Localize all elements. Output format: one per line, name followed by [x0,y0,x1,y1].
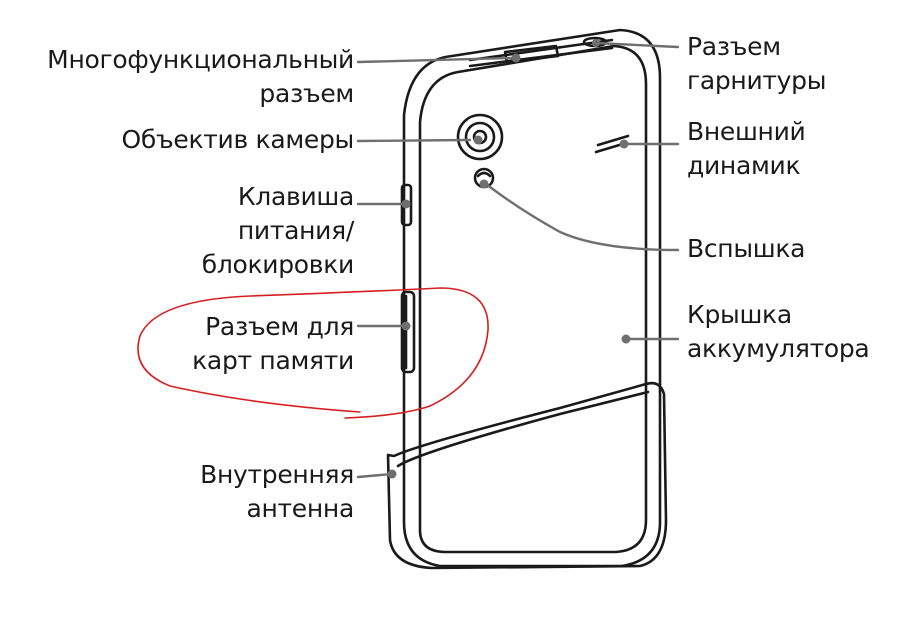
dot-multifunction [511,53,521,63]
dot-battery [621,334,631,344]
label-power-lock-key: Клавиша питания/ блокировки [201,182,355,279]
dot-antenna [387,469,397,479]
label-flash: Вспышка [687,234,806,263]
dot-headset [592,39,600,47]
dot-camera [473,135,483,145]
label-headset-jack: Разъем гарнитуры [687,32,827,95]
leader-multifunction [356,56,514,64]
label-external-speaker: Внешний динамик [687,117,806,180]
antenna-band [386,381,668,570]
phone-body-outline [402,28,662,568]
leader-camera [356,138,472,143]
label-memory-card-slot: Разъем для карт памяти [192,312,354,375]
camera-lens-shape [456,113,504,161]
label-internal-antenna: Внутренняя антенна [200,460,354,523]
dot-power [401,199,411,209]
leader-flash [484,182,680,252]
label-camera-lens: Объектив камеры [121,125,355,154]
dot-memory [401,321,411,331]
label-battery-cover: Крышка аккумулятора [687,300,870,363]
dot-flash [479,179,489,189]
speaker-grille [596,134,630,147]
battery-cover-outline [418,44,648,554]
leader-antenna [356,472,394,479]
red-highlight-loop [137,287,489,419]
top-edge [468,38,614,62]
memory-slot-shape [400,290,416,374]
label-multifunction-jack: Многофункциональный разъем [47,45,354,108]
leader-headset [594,41,680,49]
dot-speaker [619,139,629,149]
